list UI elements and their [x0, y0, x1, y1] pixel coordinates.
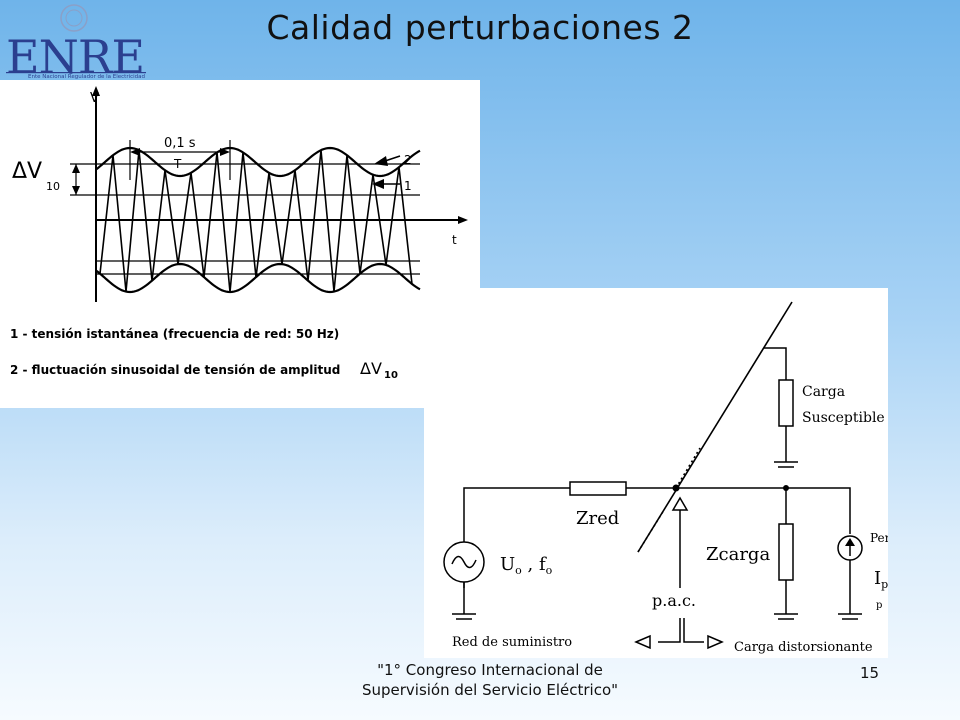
page-number: 15: [860, 664, 880, 682]
zred-resistor: [569, 481, 627, 496]
envelope-upper: [95, 146, 421, 178]
enre-logo: ENRE Ente Nacional Regulador de la Elect…: [0, 0, 150, 84]
delta-arrow-up-icon: [72, 164, 80, 173]
circuit-panel: Zred Uo , fo p.a.c. Zcarga: [424, 288, 949, 658]
footer-conference: "1° Congreso Internacional de Supervisió…: [300, 660, 680, 700]
carga-label-1: Carga: [802, 384, 845, 400]
v-axis-arrow-icon: [92, 86, 100, 96]
waveform-panel: V t 0,1 s T ΔV 10 2 1 1 - tensión ist: [0, 80, 480, 408]
zred-label: Zred: [576, 508, 619, 529]
period-symbol: T: [173, 157, 182, 171]
carga-label-2: Susceptible: [802, 410, 885, 426]
main-bus-wire: [463, 487, 851, 588]
instantaneous-voltage: [99, 150, 413, 293]
marker-1-arrow-icon: [372, 179, 384, 189]
right-arrow-icon: [707, 634, 724, 650]
t-axis-label: t: [452, 233, 457, 247]
legend-item-1: 1 - tensión istantánea (frecuencia de re…: [10, 327, 339, 341]
logo-subtitle: Ente Nacional Regulador de la Electricid…: [28, 74, 146, 80]
left-arrow-icon: [634, 634, 651, 650]
pac-label: p.a.c.: [652, 591, 696, 610]
ip-label: Ip , f: [874, 568, 888, 591]
waveform-diagram: V t 0,1 s T ΔV 10 2 1 1 - tensión ist: [10, 86, 468, 381]
red-suministro-label: Red de suministro: [452, 635, 572, 650]
envelope-lower: [95, 262, 421, 294]
susceptible-load-resistor: [778, 379, 794, 427]
logo-seal-icon: [6, 4, 146, 74]
diagonal-line: [637, 301, 793, 553]
perturbacion-label: Perturbación: [870, 531, 888, 545]
zcarga-resistor: [778, 523, 794, 581]
carga-distorsionante-label: Carga distorsionante: [734, 640, 873, 655]
legend-delta-symbol: ΔV: [360, 359, 382, 378]
logo-wordmark: ENRE: [6, 30, 145, 84]
delta-arrow-down-icon: [72, 186, 80, 195]
slide-title: Calidad perturbaciones 2: [266, 8, 694, 47]
fp-sub: p: [876, 600, 882, 611]
delta-v-label: ΔV: [12, 159, 42, 184]
marker-2-label: 2: [404, 153, 412, 167]
legend-item-2: 2 - fluctuación sinusoidal de tensión de…: [10, 363, 340, 377]
period-value: 0,1 s: [164, 136, 196, 151]
v-axis-label: V: [90, 91, 99, 106]
pac-node: [672, 484, 680, 492]
period-arrow-right-icon: [220, 148, 230, 156]
period-arrow-left-icon: [130, 148, 140, 156]
footer-line-1: "1° Congreso Internacional de: [377, 661, 603, 679]
t-axis-arrow-icon: [458, 216, 468, 224]
marker-1-label: 1: [404, 179, 412, 193]
source-label: Uo , fo: [500, 554, 553, 577]
footer-line-2: Supervisión del Servicio Eléctrico": [361, 681, 619, 699]
marker-2-arrow-icon: [374, 156, 388, 166]
delta-v-sub: 10: [46, 180, 60, 193]
zcarga-label: Zcarga: [706, 544, 770, 565]
pac-arrow-icon: [671, 496, 689, 511]
legend-delta-sub: 10: [384, 370, 398, 381]
circuit-diagram: Zred Uo , fo p.a.c. Zcarga: [443, 301, 949, 655]
